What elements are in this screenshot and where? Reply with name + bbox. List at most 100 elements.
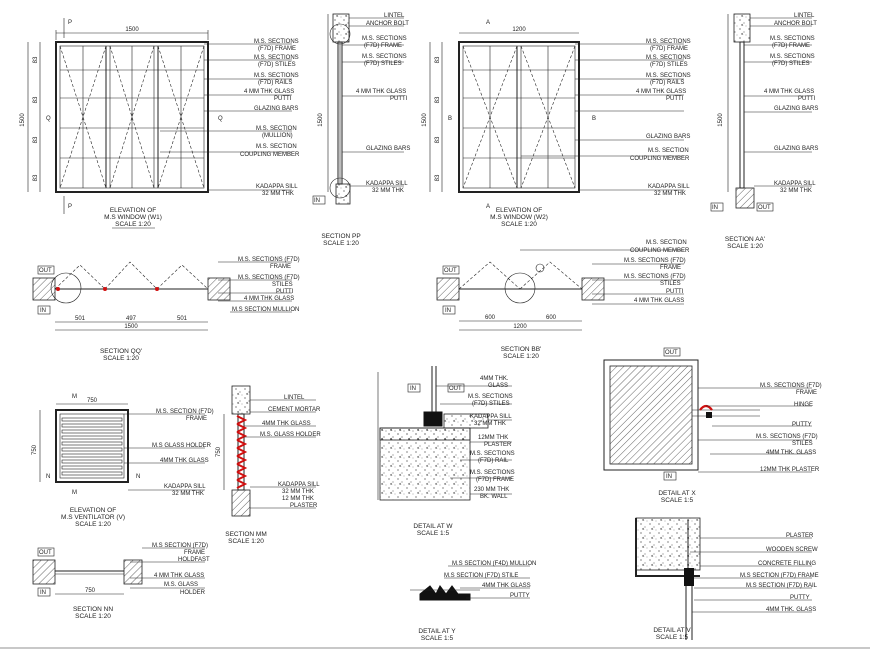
x-label: M.S. SECTIONS (F7D) <box>760 383 822 389</box>
w-label: 4MM THK. <box>480 376 509 382</box>
mm-glass-holder-mark <box>236 447 248 457</box>
bb-label: 4 MM THK GLASS <box>634 298 684 304</box>
x-label: M.S. SECTIONS (F7D) <box>756 434 818 440</box>
qq-out-tag: OUT <box>39 268 52 274</box>
qq-label: PUTTI <box>276 289 294 295</box>
v-label: 4MM THK. GLASS <box>766 607 816 613</box>
qq-caption: SCALE 1:20 <box>103 355 139 362</box>
pp-label: (F7D) FRAME <box>364 43 402 49</box>
w-label: PLASTER <box>484 442 512 448</box>
w2-side-dim: 83 <box>435 96 441 103</box>
mm-glass-holder-mark <box>236 463 248 473</box>
section-bb: OUT IN 600 600 1200 M.S. SECTION COUPLIN… <box>436 240 690 360</box>
x-label: HINGE <box>794 402 813 408</box>
vent-mark2: N <box>136 474 140 480</box>
aa-label: M.S. SECTIONS <box>770 36 815 42</box>
w1-side-dim: 83 <box>33 56 39 63</box>
section-qq: OUT IN 501 497 501 1500 M.S. SECTIONS (F… <box>32 257 300 362</box>
mm-glass-holder-mark <box>236 423 248 433</box>
aa-label: ANCHOR BOLT <box>774 21 817 27</box>
aa-label: 32 MM THK <box>780 188 812 194</box>
x-label: PUTTY <box>792 422 812 428</box>
vent-mark: M <box>72 490 77 496</box>
pp-height-dim: 1500 <box>318 113 324 127</box>
vent-height-dim: 750 <box>32 444 38 455</box>
nn-in-tag: IN <box>40 590 46 596</box>
aa-in-tag: IN <box>712 205 718 211</box>
w1-label: M.S. SECTION <box>256 126 297 132</box>
w-in-tag: IN <box>410 386 416 392</box>
mm-label: 32 MM THK <box>282 489 314 495</box>
w-label: 230 MM THK <box>474 487 509 493</box>
mm-glass-holder-mark <box>236 479 248 489</box>
w-label: GLASS <box>488 383 508 389</box>
y-caption: DETAIL AT Y <box>418 628 456 635</box>
qq-dim: 497 <box>126 316 137 322</box>
nn-label: HOLDFAST <box>178 557 210 563</box>
nn-label: FRAME <box>184 550 205 556</box>
vent-slat <box>61 423 123 428</box>
nn-caption: SCALE 1:20 <box>75 613 111 620</box>
aa-label: KADAPPA SILL <box>774 181 816 187</box>
pp-label: (F7D) STILES <box>364 61 402 67</box>
aa-caption: SECTION AA' <box>725 236 765 243</box>
nn-out-tag: OUT <box>39 550 52 556</box>
bb-dim: 600 <box>546 315 557 321</box>
w2-side-dim: 83 <box>435 174 441 181</box>
w1-section-mark2: Q <box>46 116 51 122</box>
mm-label: KADAPPA SILL <box>278 482 320 488</box>
bb-caption: SCALE 1:20 <box>503 353 539 360</box>
vent-label: 4MM THK GLASS <box>160 458 209 464</box>
w1-label: M.S. SECTIONS <box>254 39 299 45</box>
ventilator-elevation: 750 750 M M N N M.S. SECTION (F7D) FRAME… <box>32 394 214 528</box>
bb-label: M.S. SECTIONS (F7D) <box>624 258 686 264</box>
mm-label: 4MM THK GLASS <box>262 421 311 427</box>
detail-v: PLASTER WOODEN SCREW CONCRETE FILLING M.… <box>635 517 819 641</box>
w1-label: GLAZING BARS <box>254 106 298 112</box>
qq-label: M.S SECTION MULLION <box>232 307 299 313</box>
aa-out-tag: OUT <box>758 205 771 211</box>
w-label: BK. WALL <box>480 494 508 500</box>
w1-side-dim: 83 <box>33 96 39 103</box>
nn-label: M.S SECTION (F7D) <box>152 543 208 549</box>
w1-caption: SCALE 1:20 <box>115 221 151 228</box>
mm-caption: SECTION MM <box>225 531 267 538</box>
w2-label: GLAZING BARS <box>646 134 690 140</box>
pp-label: 4 MM THK GLASS <box>356 89 406 95</box>
w2-caption: M.S WINDOW (W2) <box>490 214 548 221</box>
x-caption: SCALE 1:5 <box>661 497 694 504</box>
w1-label: (F7D) STILES <box>258 62 296 68</box>
nn-width-dim: 750 <box>85 588 96 594</box>
qq-label: M.S. SECTIONS (F7D) <box>238 275 300 281</box>
w2-section-mark2: B <box>592 116 596 122</box>
w2-section-mark: A <box>486 20 490 26</box>
w2-label: (F7D) FRAME <box>650 46 688 52</box>
bb-out-tag: OUT <box>444 268 457 274</box>
w1-width-dim: 1500 <box>125 27 139 33</box>
bb-label: M.S. SECTIONS (F7D) <box>624 274 686 280</box>
w1-label: 4 MM THK GLASS <box>244 89 294 95</box>
v-label: PLASTER <box>786 533 814 539</box>
w2-label: 4 MM THK GLASS <box>636 89 686 95</box>
w2-label: M.S. SECTIONS <box>646 73 691 79</box>
bb-in-tag: IN <box>445 308 451 314</box>
mm-caption: SCALE 1:20 <box>228 538 264 545</box>
aa-label: GLAZING BARS <box>774 106 818 112</box>
aa-label: (F7D) FRAME <box>772 43 810 49</box>
v-label: PUTTY <box>790 595 810 601</box>
w1-side-dim: 83 <box>33 136 39 143</box>
x-out-tag: OUT <box>665 350 678 356</box>
vent-slat <box>61 453 123 458</box>
vent-caption: M.S VENTILATOR (V) <box>61 514 125 521</box>
pp-caption: SCALE 1:20 <box>323 240 359 247</box>
qq-label: STILES <box>272 282 293 288</box>
vent-label: M.S GLASS HOLDER <box>152 443 212 449</box>
qq-dim: 501 <box>177 316 188 322</box>
bb-label: STILES <box>660 281 681 287</box>
bb-label: COUPLING MEMBER <box>630 248 690 254</box>
w2-label: M.S. SECTIONS <box>646 39 691 45</box>
w-label: M.S. SECTIONS <box>470 470 515 476</box>
v-label: WOODEN SCREW <box>766 547 818 553</box>
qq-dim: 501 <box>75 316 86 322</box>
